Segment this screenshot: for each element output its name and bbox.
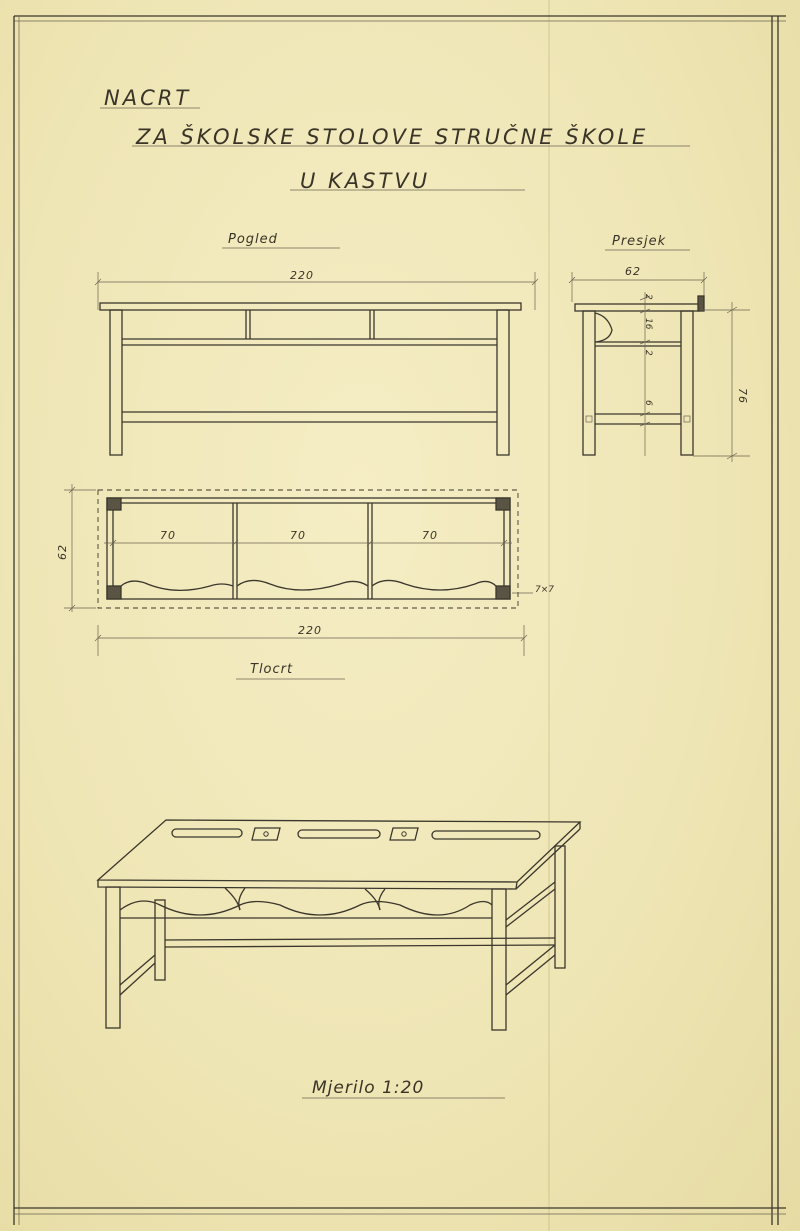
section-view-label: Presjek [612, 234, 667, 249]
title-line-2: ZA ŠKOLSKE STOLOVE STRUČNE ŠKOLE [136, 125, 649, 149]
section-depth-dimension: 62 [625, 265, 641, 278]
section-view-drawing [568, 272, 750, 462]
sheet-border [13, 15, 786, 1225]
plan-view-drawing [64, 484, 533, 656]
plan-length-dimension: 220 [298, 624, 322, 637]
title-underlines [100, 107, 690, 1099]
plan-bay-1-dimension: 70 [160, 529, 176, 542]
plan-leg-dimension: 7×7 [535, 585, 554, 595]
title-line-1: NACRT [104, 86, 192, 110]
plan-view-label: Tlocrt [250, 662, 294, 677]
front-length-dimension: 220 [290, 269, 314, 282]
perspective-view-drawing [96, 819, 582, 1031]
section-top-dimension: 2 [643, 294, 653, 300]
plan-bay-3-dimension: 70 [422, 529, 438, 542]
front-view-drawing [94, 272, 539, 456]
scale-label: Mjerilo 1:20 [312, 1078, 425, 1098]
section-height-dimension: 76 [736, 388, 749, 404]
section-rail-dimension: 2 [643, 350, 653, 356]
title-line-3: U KASTVU [300, 169, 431, 193]
section-apron-dimension: 16 [643, 318, 653, 330]
section-stretcher-dimension: 6 [643, 400, 653, 406]
plan-bay-2-dimension: 70 [290, 529, 306, 542]
front-view-label: Pogled [228, 232, 278, 247]
paper-fold-crease [548, 0, 550, 1231]
plan-depth-dimension: 62 [56, 544, 69, 560]
